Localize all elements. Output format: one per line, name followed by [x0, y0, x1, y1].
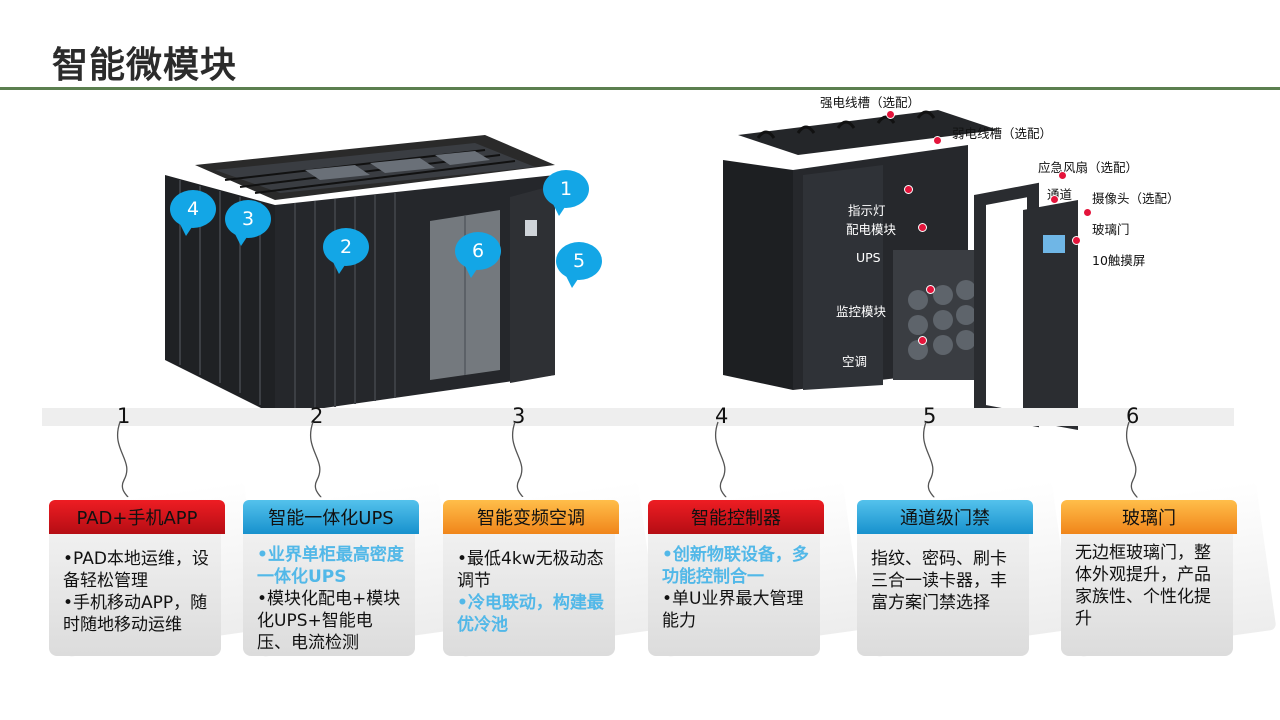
label-glass-door: 玻璃门 — [1092, 222, 1130, 237]
title-divider — [0, 87, 1280, 90]
card-line: •模块化配电+模块化UPS+智能电压、电流检测 — [257, 589, 401, 653]
label-monitor-module: 监控模块 — [836, 304, 887, 319]
card-title: 智能变频空调 — [443, 500, 619, 534]
card-line: 指纹、密码、刷卡三合一读卡器，丰富方案门禁选择 — [871, 549, 1007, 613]
callout-dot — [1058, 171, 1067, 180]
feature-card-access-control: 通道级门禁 指纹、密码、刷卡三合一读卡器，丰富方案门禁选择 — [853, 480, 1073, 658]
card-body: •PAD本地运维，设备轻松管理 •手机移动APP，随时随地移动运维 — [49, 534, 221, 656]
card-line: •单U业界最大管理能力 — [662, 589, 804, 631]
callout-bubble-1: 1 — [543, 170, 589, 216]
callout-dot — [904, 185, 913, 194]
timeline-number-2: 2 — [310, 404, 324, 428]
card-body: •业界单柜最高密度一体化UPS •模块化配电+模块化UPS+智能电压、电流检测 — [243, 534, 415, 656]
callout-bubble-2: 2 — [323, 228, 369, 274]
micro-module-illustration — [155, 125, 615, 425]
card-title: PAD+手机APP — [49, 500, 225, 534]
timeline-number-6: 6 — [1126, 404, 1140, 428]
card-highlight: •创新物联设备，多功能控制合一 — [662, 545, 809, 587]
label-weak-cable-trough: 弱电线槽（选配） — [952, 126, 1053, 141]
label-power-module: 配电模块 — [846, 222, 897, 237]
feature-card-controller: 智能控制器 •创新物联设备，多功能控制合一 •单U业界最大管理能力 — [644, 480, 864, 658]
feature-card-pad-app: PAD+手机APP •PAD本地运维，设备轻松管理 •手机移动APP，随时随地移… — [45, 480, 265, 658]
card-highlight: •冷电联动，构建最优冷池 — [457, 593, 604, 635]
label-touch-screen: 10触摸屏 — [1092, 253, 1146, 268]
card-body: •最低4kw无极动态调节 •冷电联动，构建最优冷池 — [443, 534, 615, 656]
card-highlight: •业界单柜最高密度一体化UPS — [257, 545, 404, 587]
card-title: 玻璃门 — [1061, 500, 1237, 534]
page-title: 智能微模块 — [52, 45, 238, 86]
card-body: 无边框玻璃门，整体外观提升，产品家族性、个性化提升 — [1061, 534, 1233, 656]
timeline-number-5: 5 — [923, 404, 937, 428]
feature-card-ups: 智能一体化UPS •业界单柜最高密度一体化UPS •模块化配电+模块化UPS+智… — [239, 480, 459, 658]
callout-bubble-4: 4 — [170, 190, 216, 236]
feature-card-air-conditioner: 智能变频空调 •最低4kw无极动态调节 •冷电联动，构建最优冷池 — [439, 480, 659, 658]
timeline-bar — [42, 408, 1234, 426]
exploded-view-illustration — [718, 100, 1118, 435]
card-line: •最低4kw无极动态调节 — [457, 549, 604, 591]
card-body: 指纹、密码、刷卡三合一读卡器，丰富方案门禁选择 — [857, 534, 1029, 656]
callout-dot — [926, 285, 935, 294]
callout-bubble-6: 6 — [455, 232, 501, 278]
timeline-number-4: 4 — [715, 404, 729, 428]
timeline-number-1: 1 — [117, 404, 131, 428]
callout-dot — [933, 136, 942, 145]
card-title: 智能控制器 — [648, 500, 824, 534]
callout-bubble-3: 3 — [225, 200, 271, 246]
callout-dot — [886, 110, 895, 119]
feature-card-glass-door: 玻璃门 无边框玻璃门，整体外观提升，产品家族性、个性化提升 — [1057, 480, 1277, 658]
card-title: 通道级门禁 — [857, 500, 1033, 534]
callout-dot — [918, 223, 927, 232]
label-ups: UPS — [856, 250, 881, 265]
label-strong-cable-trough: 强电线槽（选配） — [820, 95, 921, 110]
label-indicator: 指示灯 — [848, 203, 886, 218]
card-line: •PAD本地运维，设备轻松管理 — [63, 549, 209, 591]
callout-bubble-5: 5 — [556, 242, 602, 288]
timeline-number-3: 3 — [512, 404, 526, 428]
callout-dot — [1050, 195, 1059, 204]
card-body: •创新物联设备，多功能控制合一 •单U业界最大管理能力 — [648, 534, 820, 656]
callout-dot — [1072, 236, 1081, 245]
card-line: 无边框玻璃门，整体外观提升，产品家族性、个性化提升 — [1075, 543, 1211, 629]
callout-dot — [1083, 208, 1092, 217]
card-title: 智能一体化UPS — [243, 500, 419, 534]
card-line: •手机移动APP，随时随地移动运维 — [63, 593, 208, 635]
label-camera: 摄像头（选配） — [1092, 191, 1180, 206]
callout-dot — [918, 336, 927, 345]
label-air-conditioner: 空调 — [842, 354, 868, 369]
label-emergency-fan: 应急风扇（选配） — [1038, 160, 1139, 175]
